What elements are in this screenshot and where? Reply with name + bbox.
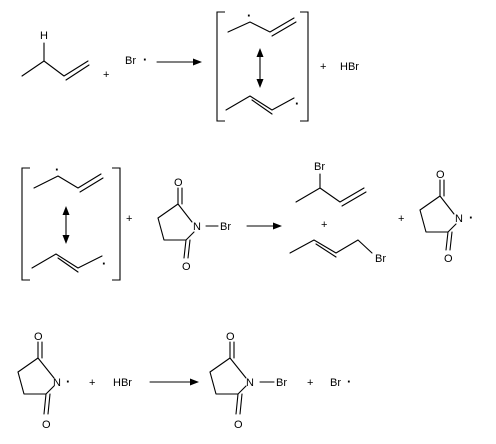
plus-sign: + (126, 213, 132, 225)
hbr-label: HBr (340, 61, 359, 73)
plus-sign: + (398, 213, 404, 225)
plus-sign: + (103, 69, 109, 81)
oxygen-label: O (34, 331, 43, 343)
allyl-radical-resonance: · · (216, 8, 309, 122)
resonance-arrow (62, 206, 70, 244)
bromine-label: Br (314, 161, 325, 173)
bromobutene-product: Br (295, 161, 367, 207)
reaction-3: O N · O + HBr O N Br O + Br · (17, 331, 351, 431)
hbr-label: HBr (113, 377, 132, 389)
nitrogen-label: N (455, 213, 463, 225)
oxygen-label: O (444, 253, 453, 265)
radical-dot: · (143, 52, 147, 67)
radical-dot: · (102, 256, 106, 271)
bromine-label: Br (125, 55, 136, 67)
oxygen-label: O (182, 261, 191, 273)
bromine-label: Br (330, 377, 341, 389)
radical-dot: · (295, 96, 299, 111)
oxygen-label: O (42, 419, 51, 431)
nbs-molecule: O N Br O (157, 177, 231, 273)
resonance-arrow (256, 48, 264, 88)
bromine-label: Br (276, 377, 287, 389)
radical-dot: · (66, 374, 70, 389)
reaction-arrow (156, 58, 202, 66)
radical-dot: · (247, 8, 251, 23)
plus-sign: + (89, 377, 95, 389)
plus-sign: + (321, 219, 327, 231)
crotyl-bromide-product: Br (289, 239, 386, 265)
nitrogen-label: N (246, 377, 254, 389)
reaction-2: · · + O N Br O (21, 161, 473, 281)
succinimidyl-radical: O N · O (419, 169, 473, 265)
oxygen-label: O (226, 331, 235, 343)
oxygen-label: O (234, 419, 243, 431)
oxygen-label: O (436, 169, 445, 181)
allyl-radical-resonance: · · (21, 162, 121, 281)
hydrogen-label: H (40, 30, 48, 42)
reaction-arrow (246, 222, 282, 230)
bromine-radical: Br · (330, 374, 351, 389)
succinimidyl-radical: O N · O (17, 331, 70, 431)
radical-dot: · (55, 162, 59, 177)
bromine-label: Br (375, 253, 386, 265)
nitrogen-label: N (53, 377, 61, 389)
oxygen-label: O (174, 177, 183, 189)
nitrogen-label: N (193, 221, 201, 233)
nbs-molecule: O N Br O (209, 331, 287, 431)
radical-dot: · (347, 374, 351, 389)
plus-sign: + (320, 61, 326, 73)
bromine-label: Br (220, 221, 231, 233)
reaction-arrow (149, 378, 199, 386)
butene-molecule: H (21, 30, 90, 81)
reaction-1: H + Br · · · (21, 8, 359, 122)
radical-dot: · (469, 210, 473, 225)
plus-sign: + (307, 377, 313, 389)
bromine-radical: Br · (125, 52, 147, 67)
